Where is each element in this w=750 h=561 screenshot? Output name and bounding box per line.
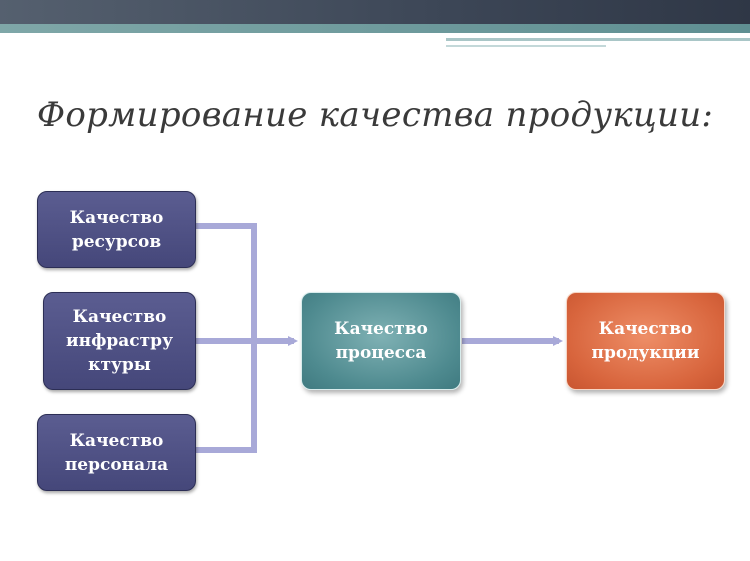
header-bar xyxy=(0,0,750,24)
slide-title: Формирование качества продукции: xyxy=(36,95,714,135)
header-accent-line xyxy=(446,38,750,41)
process-box: Качество процесса xyxy=(301,292,461,390)
result-box: Качество продукции xyxy=(566,292,725,390)
header-accent-line-short xyxy=(446,45,606,47)
input-box-infrastructure: Качество инфрастру ктуры xyxy=(43,292,196,390)
header-accent-band xyxy=(0,24,750,33)
input-box-personnel: Качество персонала xyxy=(37,414,196,491)
input-box-resources: Качество ресурсов xyxy=(37,191,196,268)
